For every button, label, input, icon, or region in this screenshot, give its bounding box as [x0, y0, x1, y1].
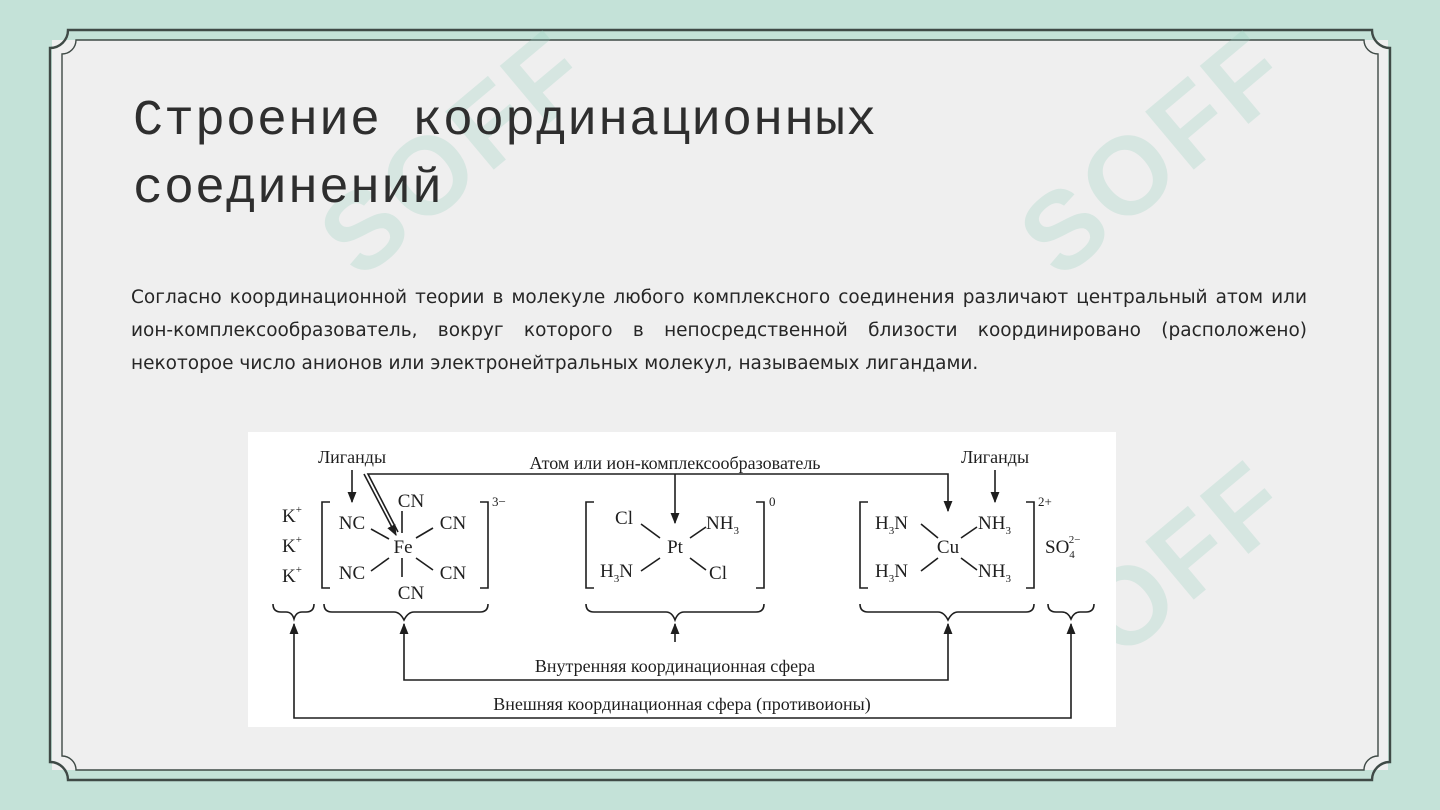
brace-inner-pt — [585, 603, 765, 623]
central-atom-connector — [366, 473, 953, 533]
bracket-right-pt — [756, 501, 765, 589]
body-paragraph: Согласно координационной теории в молеку… — [131, 287, 1307, 374]
ligand-h3n-lower: H3N — [600, 561, 633, 585]
ligand-cn-top: CN — [398, 491, 425, 512]
counter-ion-k: K+ — [282, 564, 302, 587]
ligand-nh3-upper: NH3 — [978, 513, 1011, 537]
charge-cu-complex: 2+ — [1038, 494, 1052, 509]
bracket-left-fe — [321, 501, 330, 589]
bond-pt — [640, 523, 707, 572]
inner-sphere-connector — [399, 622, 953, 681]
brace-inner-fe — [323, 603, 489, 622]
bracket-right-cu — [1026, 501, 1035, 589]
charge-fe-complex: 3− — [492, 494, 506, 509]
ligand-h3n-upper: H3N — [875, 513, 908, 537]
ligand-cn-lower: CN — [440, 563, 467, 584]
bracket-left-pt — [585, 501, 594, 589]
ligand-arrow-left-to-fe — [363, 473, 397, 536]
ligand-nc-lower: NC — [339, 563, 365, 584]
charge-pt-complex: 0 — [769, 494, 776, 509]
slide-title: Строение координационных соединений — [133, 88, 1333, 224]
bracket-right-fe — [480, 501, 489, 589]
ligand-nh3-lower: NH3 — [978, 561, 1011, 585]
label-ligands-left: Лиганды — [318, 447, 386, 467]
bond-cu — [920, 523, 978, 572]
brace-inner-cu — [859, 603, 1035, 622]
ligand-nh3-upper: NH3 — [706, 513, 739, 537]
ligand-nc-upper: NC — [339, 513, 365, 534]
bracket-left-cu — [859, 501, 868, 589]
ligand-cn-upper: CN — [440, 513, 467, 534]
center-atom-cu: Cu — [937, 537, 960, 558]
center-atom-pt: Pt — [667, 537, 684, 558]
bond-fe — [370, 511, 434, 577]
slide-title-line-1: Строение координационных — [133, 93, 878, 150]
label-outer-sphere: Внешняя координационная сфера (противоио… — [493, 694, 870, 715]
coordination-compound-diagram: Лиганды Атом или ион-комплексообразовате… — [248, 432, 1116, 727]
ligand-h3n-lower: H3N — [875, 561, 908, 585]
slide-title-line-2: соединений — [133, 161, 444, 218]
ligand-cn-bottom: CN — [398, 583, 425, 604]
outer-sphere-connector — [289, 622, 1076, 719]
counter-ion-k: K+ — [282, 534, 302, 557]
brace-outer-k — [272, 603, 315, 622]
counter-ion-k: K+ — [282, 504, 302, 527]
ligand-cl-lower: Cl — [709, 563, 727, 584]
label-inner-sphere: Внутренняя координационная сфера — [535, 656, 815, 676]
counter-ion-so4: SO42− — [1045, 534, 1081, 561]
label-ligands-right: Лиганды — [961, 447, 1029, 467]
ligand-cl-upper: Cl — [615, 508, 633, 529]
brace-outer-so4 — [1047, 603, 1095, 622]
center-atom-fe: Fe — [394, 537, 413, 558]
label-central-atom: Атом или ион-комплексообразователь — [529, 453, 820, 473]
